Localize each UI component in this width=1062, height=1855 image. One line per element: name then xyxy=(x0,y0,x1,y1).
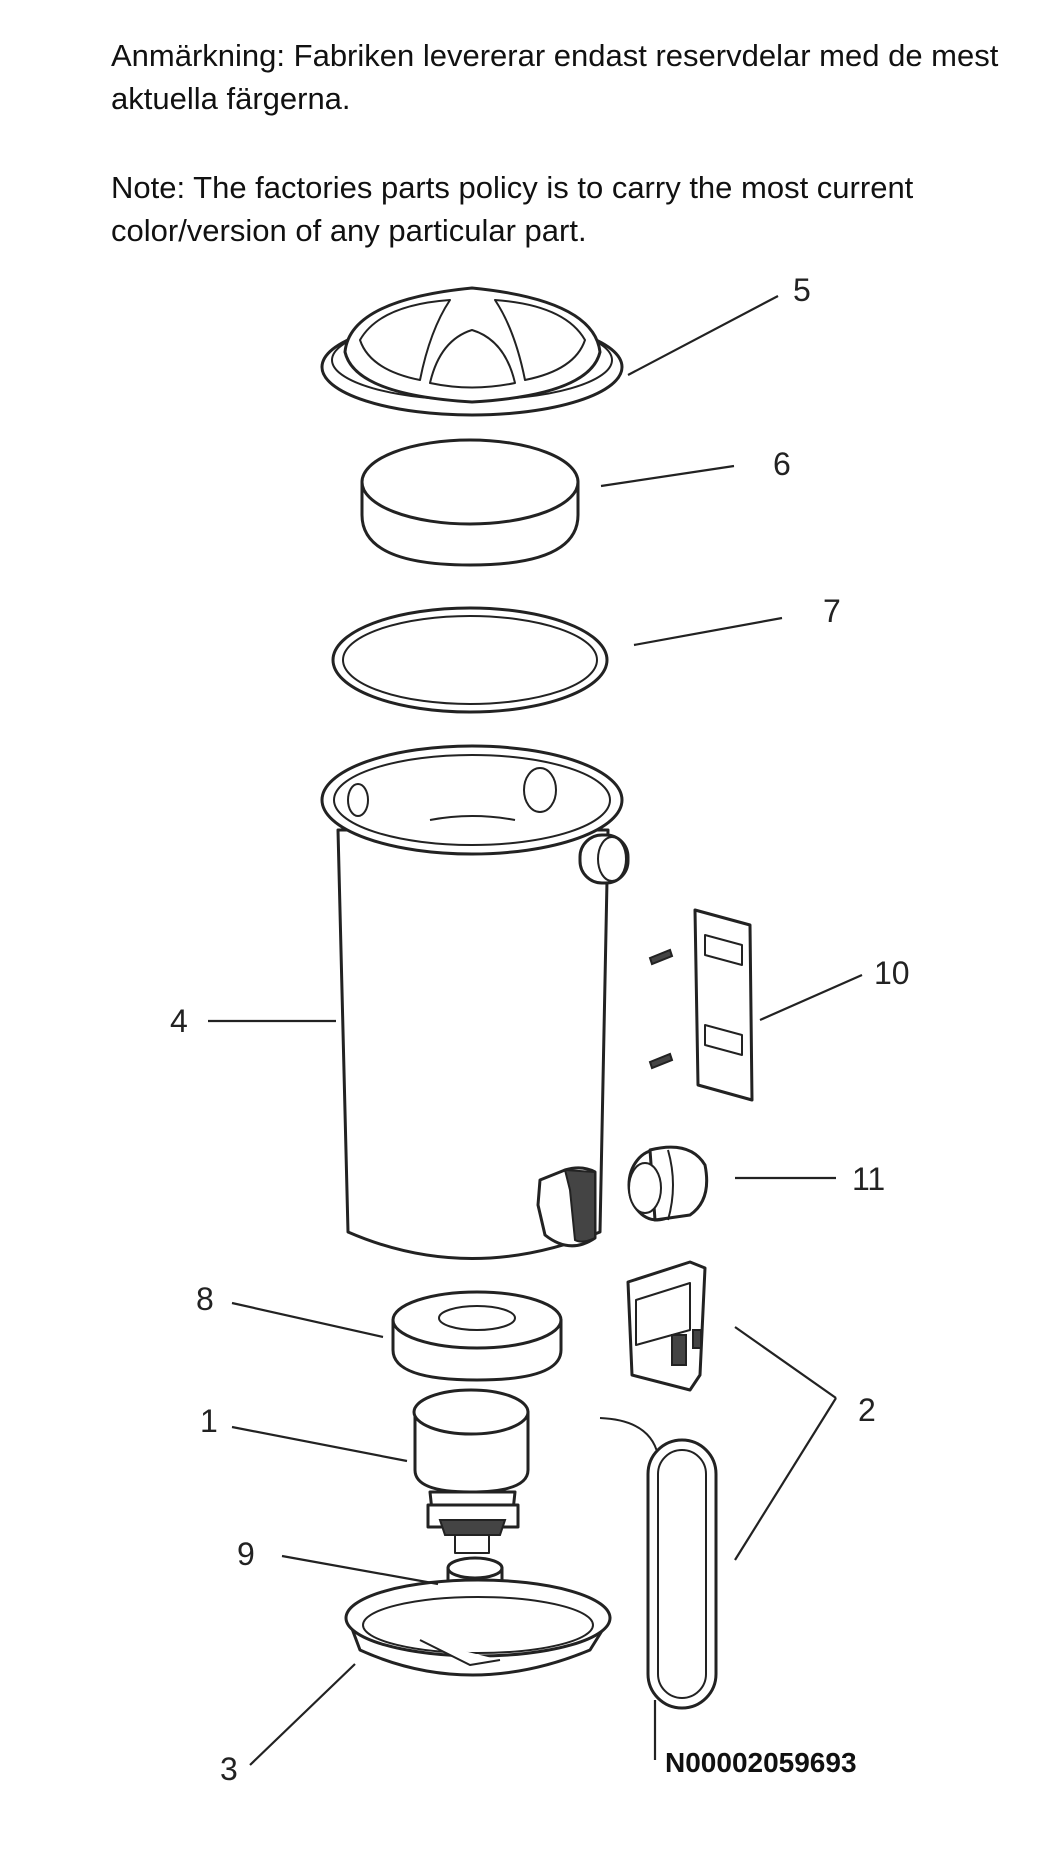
callout-1: 1 xyxy=(200,1403,218,1439)
callout-3: 3 xyxy=(220,1751,238,1787)
leader-5 xyxy=(627,295,779,376)
callout-2: 2 xyxy=(858,1392,876,1428)
callout-6: 6 xyxy=(773,446,791,482)
callout-7: 7 xyxy=(823,593,841,629)
callout-8: 8 xyxy=(196,1281,214,1317)
leader-10 xyxy=(759,973,863,1022)
leader-3 xyxy=(249,1663,356,1766)
callout-5: 5 xyxy=(793,272,811,308)
part-8-seal xyxy=(391,1290,563,1382)
part-5-lid xyxy=(320,286,624,417)
callout-10: 10 xyxy=(874,955,910,991)
part-2-electrical xyxy=(599,1260,718,1760)
leader-9 xyxy=(281,1554,439,1586)
part-11-coupling xyxy=(627,1145,709,1222)
part-7-gasket xyxy=(331,606,609,714)
leader-8 xyxy=(231,1301,384,1339)
note-swedish: Anmärkning: Fabriken levererar endast re… xyxy=(111,38,999,116)
leader-2a xyxy=(734,1326,837,1399)
part-3-base xyxy=(344,1578,612,1677)
part-4-canister xyxy=(320,744,630,1260)
leader-6 xyxy=(600,464,735,488)
callout-11: 11 xyxy=(852,1161,885,1197)
note-english: Note: The factories parts policy is to c… xyxy=(111,170,914,248)
part-1-motor xyxy=(412,1388,530,1554)
part-6-filter xyxy=(360,438,580,567)
leader-1 xyxy=(231,1425,408,1463)
callout-9: 9 xyxy=(237,1536,255,1572)
callout-4: 4 xyxy=(170,1003,188,1039)
leader-7 xyxy=(633,616,783,647)
part-10-bracket xyxy=(648,908,754,1102)
document-code: N00002059693 xyxy=(665,1747,857,1778)
leader-2b xyxy=(734,1397,837,1561)
